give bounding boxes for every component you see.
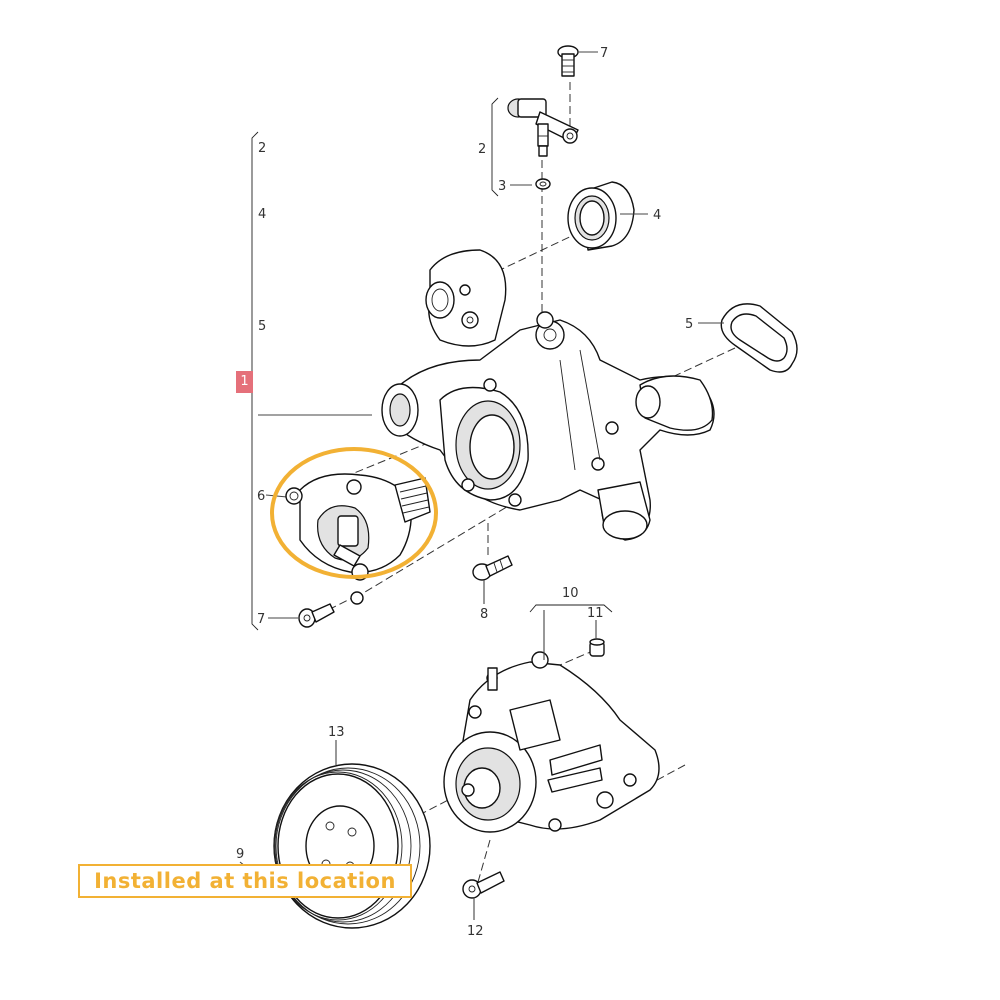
gasket	[720, 303, 798, 373]
leader-lines	[239, 51, 724, 920]
callout-10: 10	[562, 586, 579, 601]
bolt-8	[472, 555, 513, 581]
pipe-sleeve	[567, 181, 635, 251]
water-pump	[443, 651, 660, 833]
callout-2-left: 2	[258, 141, 266, 156]
seal-ring-small	[535, 178, 551, 190]
thermostat	[285, 473, 431, 581]
callout-13: 13	[328, 725, 345, 740]
upper-coolant-pipe	[425, 249, 507, 347]
callout-9: 9	[236, 847, 244, 862]
bolt-left	[298, 591, 364, 628]
installation-highlight	[270, 447, 438, 579]
callout-7-left: 7	[257, 612, 265, 627]
callout-4-right: 4	[653, 208, 661, 223]
callout-5-right: 5	[685, 317, 693, 332]
coolant-housing	[381, 311, 715, 541]
callout-8: 8	[480, 607, 488, 622]
callout-2-top: 2	[478, 142, 486, 157]
pump-bracket	[529, 604, 613, 613]
callout-5-left: 5	[258, 319, 266, 334]
pulley	[273, 763, 431, 929]
callout-labels: 2 4 5 6 7 2 3 7 4 5 8 9 10 11 12 13	[236, 46, 693, 939]
callout-7-top: 7	[600, 46, 608, 61]
bolt-12	[462, 871, 505, 899]
temperature-sensor	[507, 98, 579, 157]
callout-1-marker: 1	[236, 371, 253, 393]
callout-3: 3	[498, 179, 506, 194]
dowel-pin	[589, 638, 605, 657]
callout-4-left: 4	[258, 207, 266, 222]
callout-11: 11	[587, 606, 604, 621]
installed-location-label: Installed at this location	[78, 864, 412, 898]
bolt-top	[557, 45, 579, 77]
callout-12: 12	[467, 924, 484, 939]
callout-6: 6	[257, 489, 265, 504]
sensor-bracket	[491, 97, 532, 197]
